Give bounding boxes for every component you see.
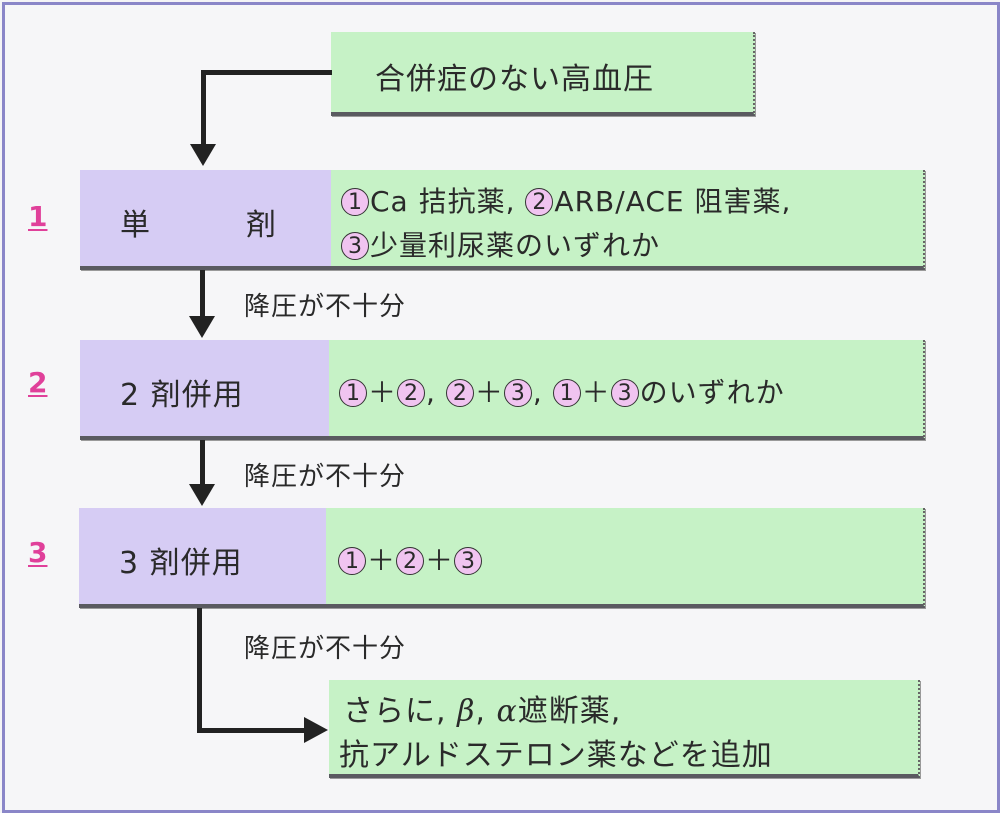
drug-number-circle: 2	[525, 188, 554, 216]
drug-number-circle: 1	[339, 379, 367, 407]
step-1-name-right: 剤	[246, 208, 277, 243]
connector-1-2	[200, 270, 205, 318]
final-line2: 抗アルドステロン薬などを追加	[339, 738, 773, 773]
drug-number-circle: 2	[445, 379, 474, 407]
step-number-3: 3	[28, 536, 48, 569]
beta-symbol: β	[457, 694, 476, 729]
combo-sep: ＋	[368, 376, 398, 409]
step-3-combination: 1＋2＋3	[338, 539, 483, 579]
transition-label: 降圧が不十分	[244, 462, 407, 492]
connector-2-3	[200, 440, 205, 486]
combo-sep: ＋	[367, 544, 397, 577]
connector-3-final-vertical	[197, 608, 202, 733]
drug-number-circle: 1	[552, 379, 581, 407]
step-1-name-box: 単 剤	[80, 170, 333, 270]
drug-number-circle: 1	[341, 188, 369, 216]
final-sep: ,	[475, 694, 497, 729]
arrow-right-icon	[304, 717, 328, 743]
arrow-down-icon	[190, 144, 216, 166]
final-suffix: 遮断薬,	[517, 694, 622, 729]
combo-suffix: のいずれか	[639, 376, 785, 409]
drug-number-circle: 2	[396, 547, 425, 575]
arrow-down-icon	[189, 316, 215, 338]
step-3-name-box: 3 剤併用	[79, 508, 328, 608]
final-line1: さらに, β, α遮断薬,	[343, 686, 621, 730]
step-1-name-left: 単	[120, 208, 151, 243]
connector-start-horizontal	[201, 70, 332, 75]
connector-3-final-horizontal	[197, 728, 307, 733]
drug-number-circle: 1	[338, 547, 366, 575]
connector-start-vertical	[201, 70, 206, 146]
start-box: 合併症のない高血圧	[331, 32, 755, 116]
transition-label: 降圧が不十分	[244, 634, 407, 664]
drug-option-arb-ace: ARB/ACE 阻害薬,	[554, 185, 792, 218]
drug-number-circle: 3	[503, 379, 532, 407]
combo-sep: ＋	[581, 376, 611, 409]
step-2-name-box: 2 剤併用	[80, 340, 331, 440]
drug-option-diuretic: 少量利尿薬のいずれか	[370, 229, 661, 262]
transition-label: 降圧が不十分	[244, 292, 407, 322]
drug-option-ca: Ca 拮抗薬,	[370, 185, 526, 218]
start-label: 合併症のない高血圧	[375, 62, 654, 97]
final-prefix: さらに,	[343, 694, 458, 729]
drug-number-circle: 3	[341, 232, 369, 260]
drug-number-circle: 2	[397, 379, 426, 407]
combo-sep: ,	[426, 376, 446, 409]
step-3-name: 3 剤併用	[119, 546, 243, 581]
step-number-1: 1	[28, 200, 48, 233]
final-box: さらに, β, α遮断薬, 抗アルドステロン薬などを追加	[329, 680, 920, 778]
combo-sep: ,	[532, 376, 553, 409]
arrow-down-icon	[189, 484, 215, 506]
drug-number-circle: 3	[610, 379, 639, 407]
combo-sep: ＋	[425, 544, 455, 577]
alpha-symbol: α	[496, 694, 518, 729]
step-3-options-box: 1＋2＋3	[326, 508, 925, 608]
step-2-name: 2 剤併用	[120, 378, 244, 413]
combo-sep: ＋	[474, 376, 504, 409]
drug-number-circle: 3	[454, 547, 483, 575]
step-number-2: 2	[28, 366, 48, 399]
